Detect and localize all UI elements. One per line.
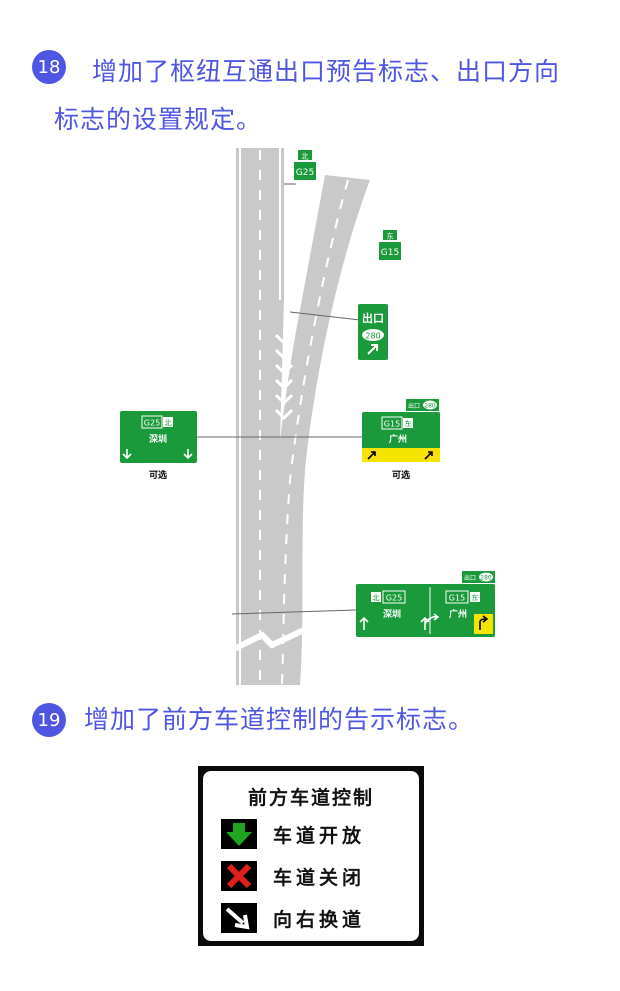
route-sign-north: 北 G25: [294, 150, 316, 180]
arrow-up-right-icon: [367, 451, 376, 460]
right-sign-tab: 出口: [408, 402, 420, 410]
white-diagonal-arrow-icon: [221, 903, 257, 933]
left-sign-city: 深圳: [149, 433, 167, 445]
bottom-sign-left-route: G25: [386, 594, 402, 603]
exit-sign-number: 280: [365, 332, 380, 341]
down-arrow-icon: [183, 449, 193, 460]
left-guide-sign: G25 北 深圳 可选: [120, 411, 197, 481]
bottom-sign-left-city: 深圳: [383, 608, 401, 620]
branch-road: [266, 175, 370, 685]
route-sign-north-dir: 北: [302, 153, 309, 161]
section-number: 19: [37, 709, 61, 731]
arrow-up-right-icon: [424, 451, 433, 460]
left-sign-dir: 北: [165, 419, 172, 427]
arrow-up-right-icon: [367, 344, 378, 355]
gore-chevrons: [274, 333, 294, 421]
route-sign-north-number: G25: [296, 168, 314, 178]
lane-open-label: 车道开放: [273, 824, 366, 847]
section-18-heading-line1: 增加了枢纽互通出口预告标志、出口方向: [92, 57, 561, 86]
bottom-sign-right-route: G15: [449, 594, 465, 603]
left-sign-caption: 可选: [149, 469, 167, 481]
lane-control-sign-title: 前方车道控制: [247, 787, 374, 809]
right-sign-tab-num: 280: [424, 403, 436, 410]
green-down-arrow-icon: [221, 819, 257, 849]
edge-lines: [239, 148, 281, 685]
bottom-guide-sign: 出口 280 北 G25 深圳 G15 东 广州: [356, 571, 495, 637]
section-number-badge: 18: [32, 50, 66, 84]
section-number: 18: [37, 56, 61, 78]
red-x-icon: [221, 861, 257, 891]
bottom-sign-right-city: 广州: [449, 608, 467, 620]
turn-right-arrow-icon: [479, 615, 489, 630]
route-sign-east-dir: 东: [387, 232, 394, 241]
down-arrow-icon: [122, 449, 132, 460]
right-sign-caption: 可选: [392, 469, 410, 481]
up-arrow-icon: [359, 616, 369, 630]
section-18-heading-line2: 标志的设置规定。: [54, 105, 263, 134]
lane-closed-label: 车道关闭: [273, 866, 366, 889]
change-lane-right-row: 向右换道: [221, 903, 365, 933]
lane-markings: [259, 150, 349, 685]
interchange-diagram: 北 G25 东 G15 出口 280 G25 北 深圳 可选 出口 280: [120, 148, 495, 685]
route-sign-east-number: G15: [381, 248, 399, 258]
left-sign-route: G25: [144, 419, 160, 428]
lane-closed-row: 车道关闭: [221, 861, 365, 891]
right-sign-city: 广州: [389, 433, 407, 445]
right-guide-sign: 出口 280 G15 东 广州 可选: [362, 399, 440, 481]
bottom-sign-right-dir: 东: [472, 593, 479, 602]
lane-control-sign-panel: 前方车道控制 车道开放 车道关闭 向右换道: [203, 771, 419, 941]
gore-area: [280, 175, 325, 440]
right-sign-dir: 东: [405, 419, 412, 428]
bottom-sign-left-dir: 北: [373, 594, 380, 602]
change-lane-right-label: 向右换道: [273, 908, 366, 931]
right-sign-route: G15: [384, 420, 400, 429]
road-break-mark: [230, 627, 306, 653]
bottom-sign-tab: 出口: [464, 574, 476, 582]
lane-control-sign: 前方车道控制 车道开放 车道关闭 向右换道: [198, 766, 424, 946]
sign-leader-lines: [196, 183, 362, 615]
exit-sign: 出口 280: [358, 304, 388, 360]
route-sign-east: 东 G15: [379, 230, 401, 260]
split-arrow-icon: [420, 613, 440, 630]
section-19-heading: 增加了前方车道控制的告示标志。: [84, 705, 475, 734]
exit-sign-title: 出口: [362, 311, 384, 325]
lane-open-row: 车道开放: [221, 819, 365, 849]
section-number-badge: 19: [32, 703, 66, 737]
bottom-sign-tab-num: 280: [480, 575, 492, 582]
